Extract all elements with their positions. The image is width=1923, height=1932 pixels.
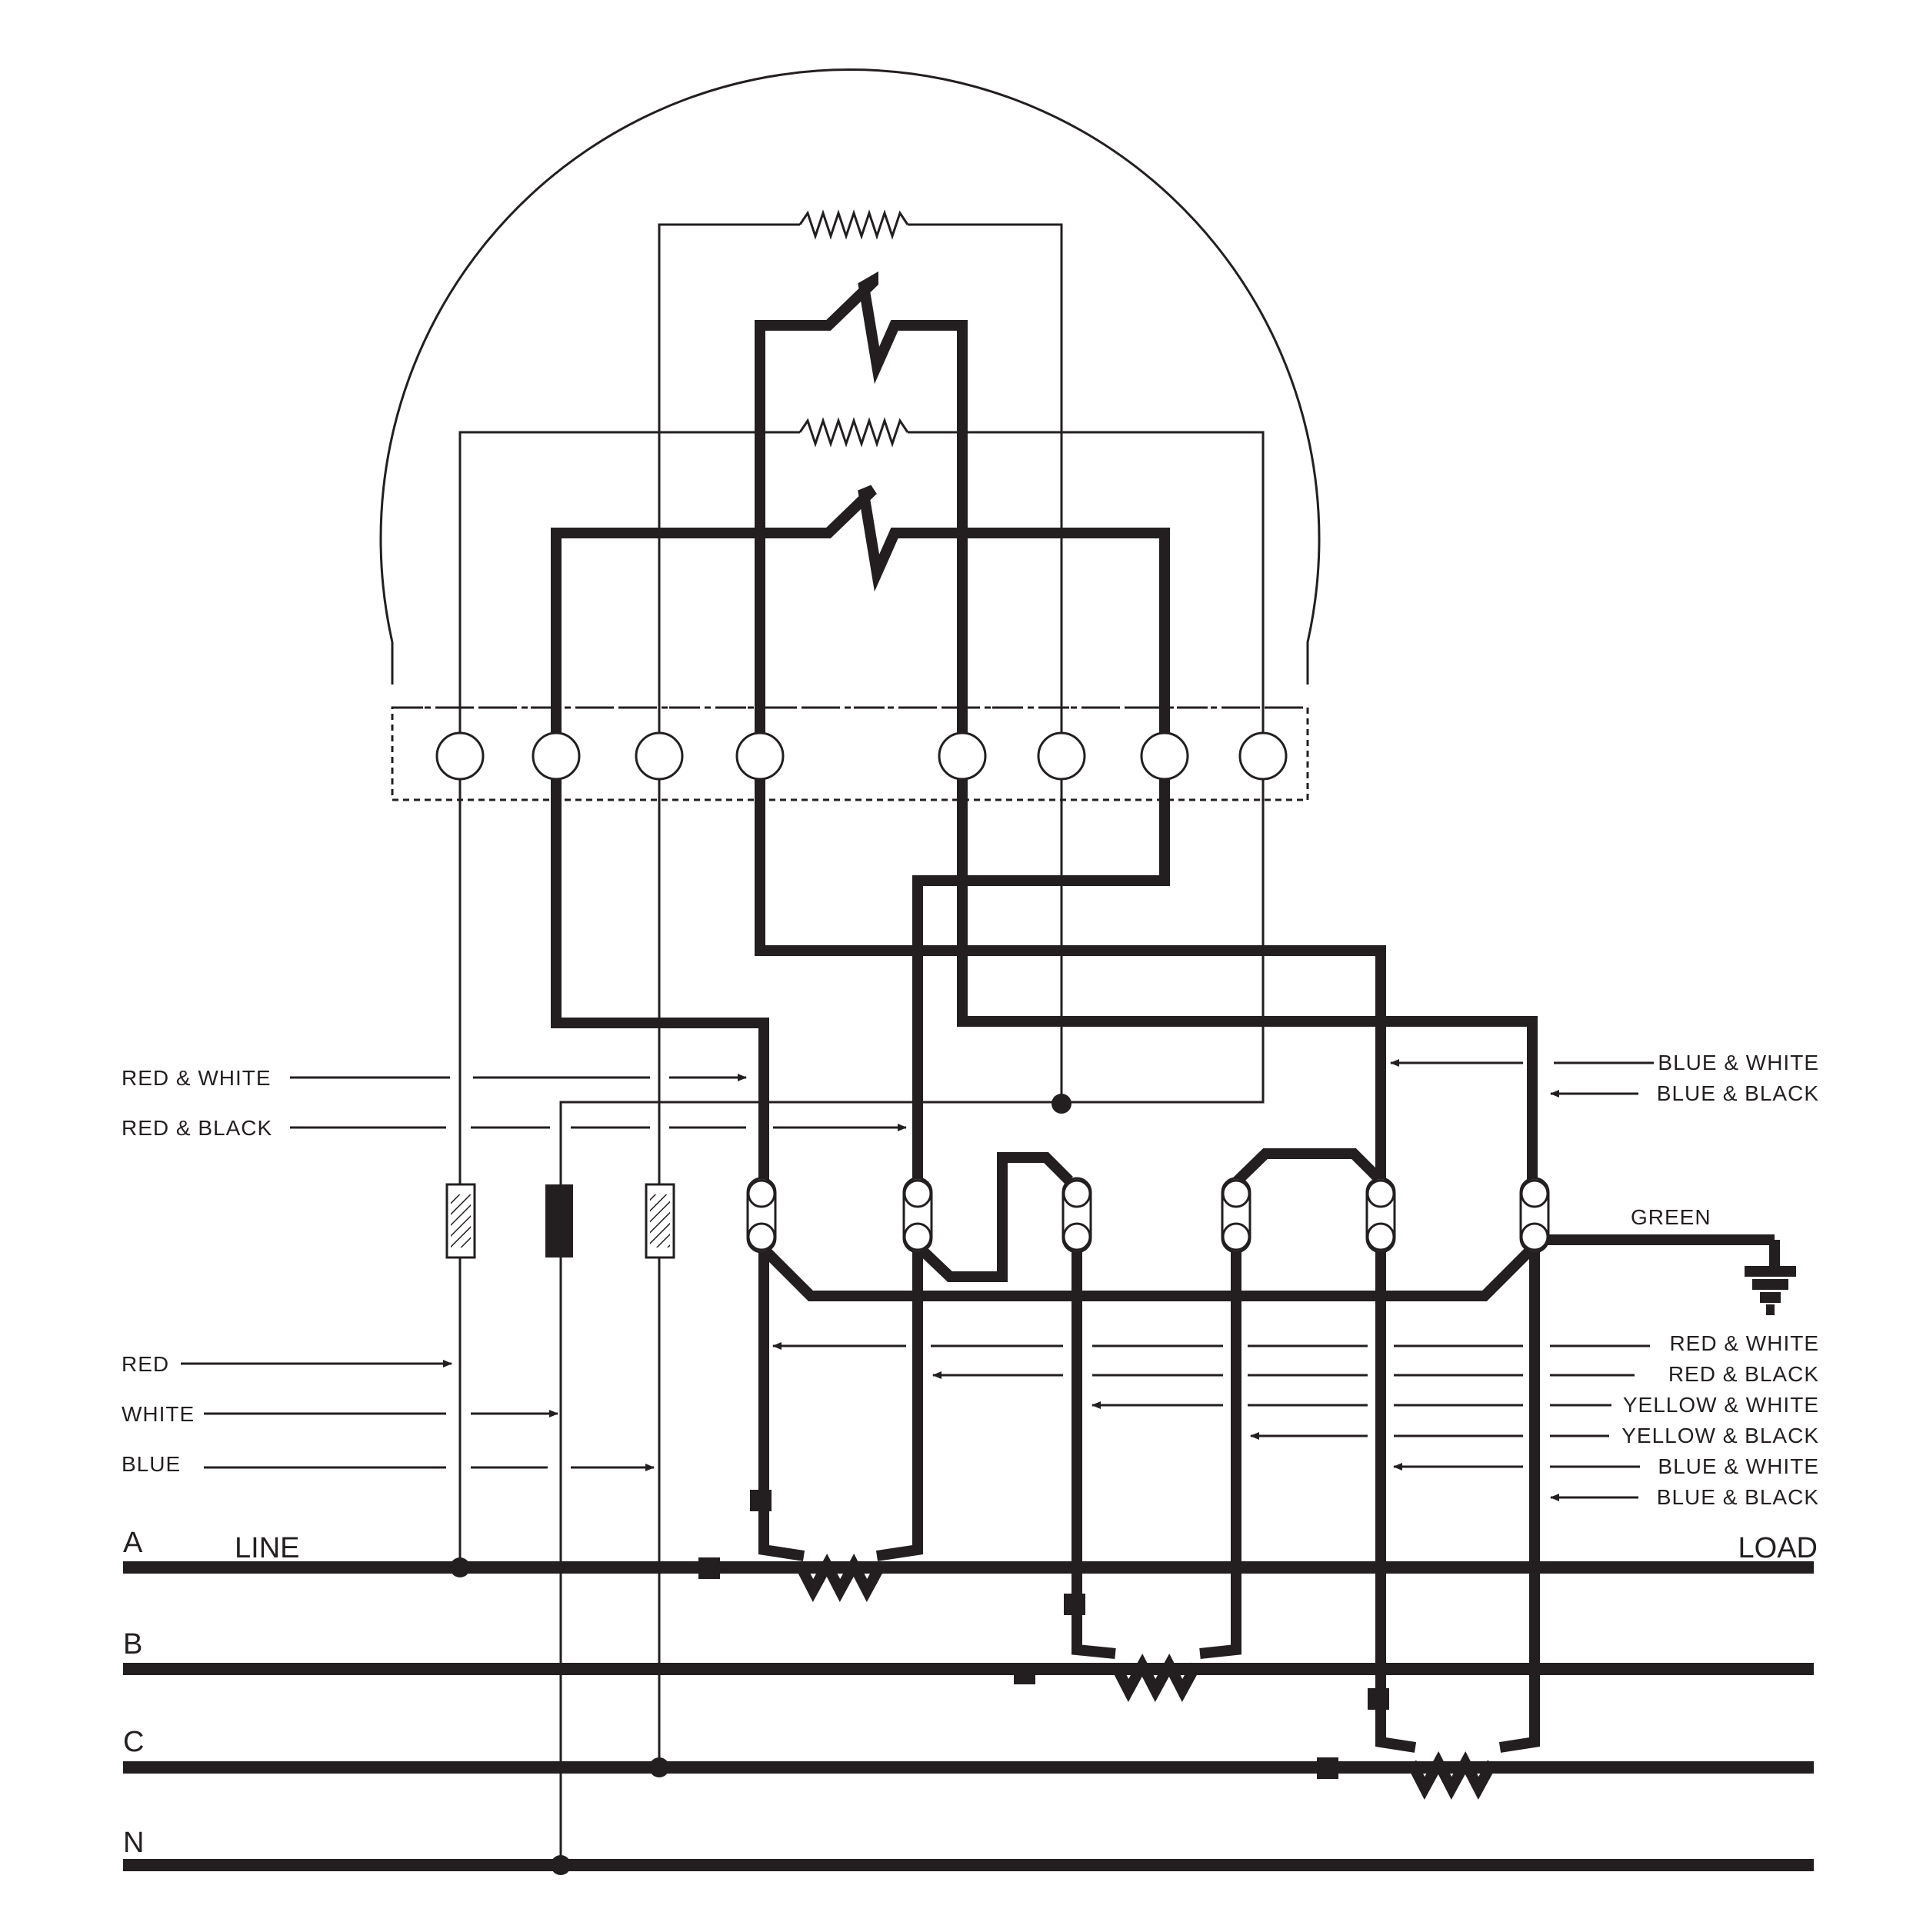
svg-text:BLUE & WHITE: BLUE & WHITE — [1658, 1454, 1819, 1478]
current-transformer-b — [1110, 1654, 1201, 1702]
meter-terminal — [435, 731, 485, 781]
junction-dot — [649, 1757, 669, 1777]
meter-terminal — [532, 731, 581, 781]
callout-red-white-left: RED & WHITE — [122, 1066, 747, 1090]
callout-yellow-black-right: YELLOW & BLACK — [1250, 1424, 1819, 1447]
callout-red-left: RED — [122, 1352, 452, 1376]
test-switch-terminals — [746, 1177, 1550, 1254]
meter-terminal — [635, 731, 684, 781]
meter-cover-outline — [379, 68, 1321, 685]
potential-coil-wiring — [458, 209, 1265, 1865]
fuse-red — [445, 1183, 476, 1259]
callout-blue-white-right: BLUE & WHITE — [1390, 1051, 1819, 1074]
svg-text:RED & WHITE: RED & WHITE — [1669, 1331, 1819, 1355]
meter-terminal — [735, 731, 785, 781]
svg-text:WHITE: WHITE — [122, 1402, 195, 1426]
svg-text:BLUE: BLUE — [122, 1452, 181, 1476]
line-label: LINE — [235, 1532, 299, 1564]
junction-dot — [1051, 1094, 1071, 1114]
meter-terminals — [435, 731, 1288, 781]
ground-icon — [1745, 1266, 1796, 1315]
svg-text:RED: RED — [122, 1352, 169, 1376]
svg-text:RED & WHITE: RED & WHITE — [122, 1066, 272, 1090]
test-switch-wiring — [757, 1148, 1780, 1753]
meter-terminal — [1140, 731, 1189, 781]
meter-terminal-block — [391, 706, 1309, 801]
junction-dot — [450, 1557, 470, 1577]
current-transformer-c — [1406, 1751, 1498, 1800]
callout-blue-white-right-lower: BLUE & WHITE — [1393, 1454, 1819, 1478]
fuse-white — [545, 1184, 573, 1257]
svg-text:YELLOW & BLACK: YELLOW & BLACK — [1621, 1424, 1819, 1447]
meter-terminal — [1238, 731, 1288, 781]
svg-text:BLUE & WHITE: BLUE & WHITE — [1658, 1051, 1819, 1074]
polarity-mark — [1368, 1688, 1389, 1710]
current-transformer-a — [795, 1554, 886, 1602]
callout-red-black-right: RED & BLACK — [932, 1362, 1819, 1386]
callout-red-white-right: RED & WHITE — [772, 1331, 1819, 1355]
fuse-blue — [645, 1183, 675, 1259]
callout-blue-black-right-lower: BLUE & BLACK — [1550, 1485, 1819, 1509]
polarity-mark — [1064, 1594, 1085, 1615]
phase-c-label: C — [123, 1726, 144, 1758]
callout-yellow-white-right: YELLOW & WHITE — [1091, 1393, 1819, 1417]
callout-red-black-left: RED & BLACK — [122, 1116, 907, 1140]
meter-terminal — [1037, 731, 1086, 781]
callout-blue-black-right: BLUE & BLACK — [1550, 1081, 1819, 1105]
ground-label: GREEN — [1631, 1205, 1711, 1229]
svg-text:RED & BLACK: RED & BLACK — [1668, 1362, 1819, 1386]
phase-a-label: A — [123, 1527, 143, 1559]
current-coil-wiring — [551, 271, 1538, 1191]
neutral-label: N — [123, 1827, 144, 1859]
svg-text:BLUE & BLACK: BLUE & BLACK — [1657, 1081, 1819, 1105]
svg-text:YELLOW & WHITE: YELLOW & WHITE — [1623, 1393, 1819, 1417]
callout-blue-left: BLUE — [122, 1452, 655, 1476]
callout-white-left: WHITE — [122, 1402, 558, 1426]
svg-text:RED & BLACK: RED & BLACK — [122, 1116, 272, 1140]
junction-dot — [551, 1855, 571, 1875]
polarity-mark — [750, 1490, 772, 1511]
meter-terminal — [938, 731, 987, 781]
load-label: LOAD — [1738, 1532, 1818, 1564]
svg-text:BLUE & BLACK: BLUE & BLACK — [1657, 1485, 1819, 1509]
phase-b-label: B — [123, 1628, 142, 1661]
